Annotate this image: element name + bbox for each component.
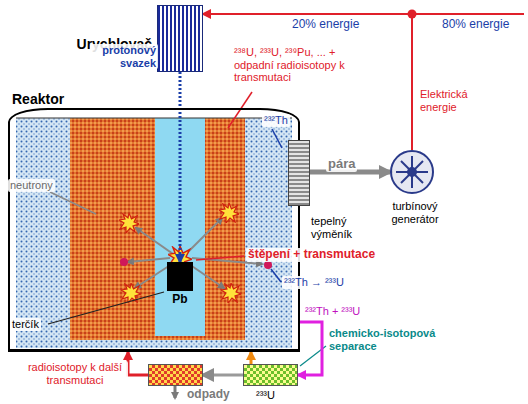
reactor-vessel: ReaktorPb xyxy=(8,108,300,352)
separation-unit: chemicko-isotopová separace xyxy=(243,364,298,386)
edge-label: protonový svazek xyxy=(90,44,158,69)
leader-line xyxy=(272,129,282,148)
annotation-label: 80% energie xyxy=(442,18,509,32)
target-channel xyxy=(155,118,205,336)
edge-label: pára xyxy=(326,157,357,172)
turbine-blades xyxy=(396,156,428,188)
annotation-label: terčík xyxy=(10,318,41,331)
neutron-arrows xyxy=(128,218,262,288)
leader-line xyxy=(48,292,164,324)
annotation-label: neutrony xyxy=(8,179,55,192)
flow-connector xyxy=(203,14,412,150)
annotation-label: ²³²Th → ²³³U xyxy=(282,276,346,289)
lead-target: Pb xyxy=(167,262,193,310)
leader-line xyxy=(196,256,244,260)
node-label: tepelný výměník xyxy=(311,215,369,240)
heat-exchanger: tepelný výměník xyxy=(288,140,310,206)
flow-connector xyxy=(250,352,253,364)
leader-line xyxy=(271,269,281,282)
capture-dot xyxy=(264,261,272,269)
node-label: chemicko-isotopová separace xyxy=(329,327,441,352)
waste-arrow xyxy=(174,386,177,398)
flow-connector xyxy=(298,322,322,375)
leader-line xyxy=(228,92,252,128)
turbine-generator: turbínový generátor xyxy=(390,150,434,194)
edge-label: Elektrická energie xyxy=(418,88,494,113)
flow-connector xyxy=(128,352,148,375)
accelerator-box: Urychlovač xyxy=(157,5,203,72)
flow-connector xyxy=(203,374,243,377)
fuel-zone xyxy=(70,118,245,340)
node-label: odpady xyxy=(187,388,230,402)
annotation-label: štěpení + transmutace xyxy=(246,248,377,262)
thorium-blanket xyxy=(16,118,292,348)
annotation-label: ²³⁸U, ²³³U, ²³⁹Pu, ... + odpadní radiois… xyxy=(234,46,362,84)
annotation-label: 20% energie xyxy=(292,18,359,32)
capture-dot xyxy=(120,258,128,266)
waste-unit: odpady xyxy=(148,364,203,386)
edge-label: ²³³U xyxy=(254,389,277,402)
node-label: turbínový generátor xyxy=(382,200,448,225)
edge-label: ²³²Th + ²³³U xyxy=(303,305,362,318)
node-label: Reaktor xyxy=(10,91,66,107)
power-line xyxy=(412,13,524,15)
flow-connector xyxy=(179,72,182,262)
turbine-body xyxy=(391,151,433,193)
leader-line xyxy=(50,192,96,214)
annotation-label: ²³²Th xyxy=(262,114,290,127)
node-label: Pb xyxy=(167,293,193,307)
edge-label: radioisotopy k další transmutaci xyxy=(22,361,128,386)
